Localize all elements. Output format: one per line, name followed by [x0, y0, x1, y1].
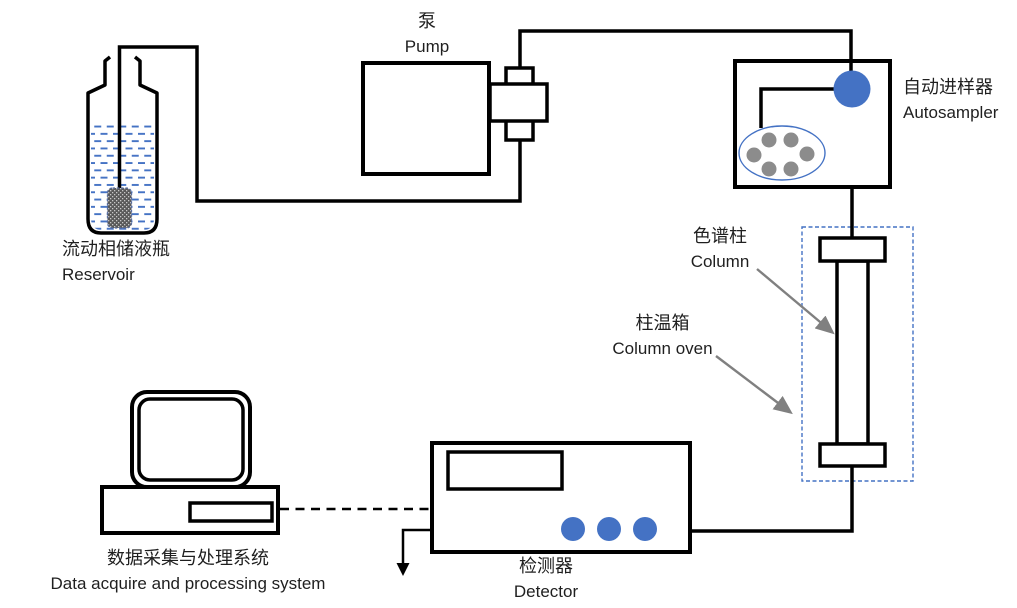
autosampler-needle-line [759, 87, 851, 128]
detector-label: 检测器 Detector [466, 554, 626, 604]
tubing-column-to-detector [691, 466, 854, 533]
detector-display [446, 450, 564, 491]
computer-label-zh: 数据采集与处理系统 [107, 548, 269, 568]
autosampler-label-en: Autosampler [903, 103, 999, 122]
reservoir-label-en: Reservoir [62, 265, 135, 284]
reservoir-label: 流动相储液瓶 Reservoir [62, 237, 170, 287]
column-oven-label-en: Column oven [612, 339, 713, 358]
tubing-reservoir-to-pump [117, 45, 522, 203]
detector-label-zh: 检测器 [519, 556, 573, 576]
pump-body [361, 61, 491, 176]
column-label-en: Column [690, 252, 750, 271]
annotation-arrow-oven [715, 355, 793, 415]
column-label-zh: 色谱柱 [693, 226, 747, 246]
waste-line [401, 528, 432, 565]
column-top-cap [818, 236, 887, 263]
detector-led-icon [633, 517, 657, 541]
waste-arrow-icon [396, 563, 410, 576]
column-tube [835, 259, 870, 446]
detector-led-icon [561, 517, 585, 541]
column-bottom-cap [818, 442, 887, 468]
column-oven-label: 柱温箱 Column oven [585, 311, 740, 361]
detector-label-en: Detector [513, 582, 579, 601]
injection-port-icon [833, 70, 871, 108]
vial-icon [761, 161, 777, 177]
autosampler-label-zh: 自动进样器 [903, 77, 993, 97]
detector-led-icon [597, 517, 621, 541]
pump-label: 泵 Pump [357, 9, 497, 59]
column-oven-box [801, 226, 914, 482]
pump-fitting-body [488, 82, 549, 123]
computer-label: 数据采集与处理系统 Data acquire and processing sy… [23, 546, 353, 596]
computer-slot [188, 501, 274, 523]
inlet-filter-icon [106, 187, 133, 229]
computer-monitor-screen [137, 397, 245, 482]
vial-tray-icon [738, 125, 826, 181]
tubing-pump-to-autosampler [518, 29, 853, 68]
annotation-arrow-column [756, 268, 835, 335]
vial-icon [799, 146, 815, 162]
vial-icon [761, 132, 777, 148]
column-label: 色谱柱 Column [655, 224, 785, 274]
pump-label-zh: 泵 [418, 11, 436, 31]
vial-icon [783, 161, 799, 177]
reservoir-liquid [91, 121, 154, 230]
reservoir-bottle-icon [86, 55, 159, 235]
reservoir-label-zh: 流动相储液瓶 [62, 239, 170, 259]
autosampler-label: 自动进样器 Autosampler [903, 75, 998, 125]
pump-label-en: Pump [404, 37, 450, 56]
column-oven-label-zh: 柱温箱 [635, 313, 690, 333]
vial-icon [783, 132, 799, 148]
vial-icon [746, 147, 762, 163]
computer-label-en: Data acquire and processing system [50, 574, 326, 593]
